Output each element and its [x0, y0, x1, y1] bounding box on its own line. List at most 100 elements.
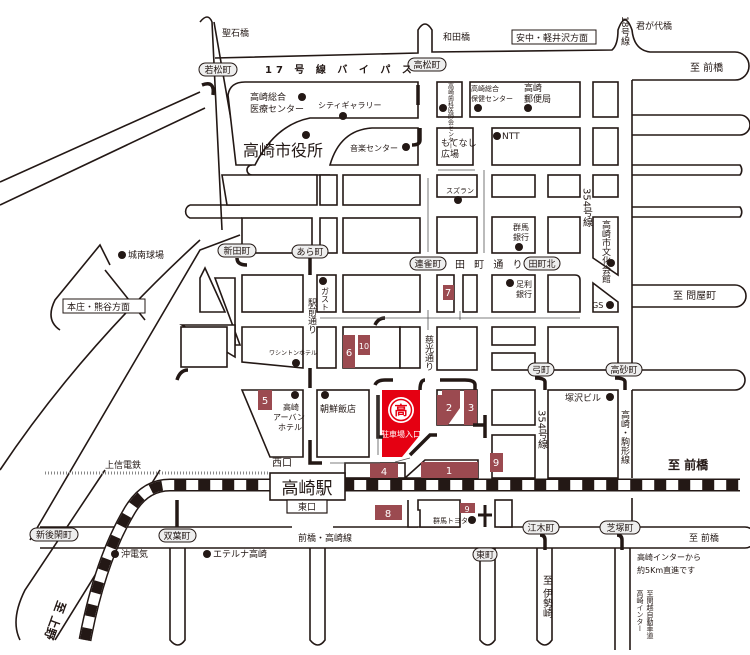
direction-toyamachi: 至 問屋町 — [673, 290, 716, 302]
map-shape — [439, 104, 447, 112]
map-shape — [199, 16, 223, 231]
route-354-upper: 354号線 — [581, 188, 593, 227]
map-shape — [158, 528, 197, 543]
map-shape — [472, 547, 498, 562]
tamachi-dori: 田 町 通 り — [455, 259, 526, 271]
map-shape — [491, 216, 536, 254]
map-shape — [606, 393, 614, 401]
intersection-ara: あら町 — [291, 244, 329, 259]
map-label: 高崎市文化会館 — [600, 219, 611, 284]
map-shape — [217, 243, 257, 258]
map-shape — [402, 143, 410, 151]
map-shape — [417, 499, 461, 528]
map-label: 城南球場 — [128, 249, 164, 261]
parking-1-label: 1 — [446, 466, 452, 477]
route-18: 18号線 — [619, 16, 630, 45]
map-shape — [607, 259, 615, 267]
map-shape — [536, 548, 553, 646]
map-shape — [605, 362, 643, 377]
bridge-hijiri: 聖石橋 — [222, 27, 249, 39]
direction-maebashi-bottom: 至 前橋 — [689, 532, 719, 544]
map-shape — [632, 114, 750, 136]
map-shape — [407, 57, 447, 72]
jr-railway — [78, 478, 740, 642]
map-shape — [221, 174, 318, 206]
parking-6 — [343, 335, 355, 368]
city-blocks — [179, 81, 619, 528]
intersection-renjaku: 連雀町 — [409, 256, 447, 271]
map-shape — [494, 499, 513, 528]
map-shape — [342, 274, 421, 313]
map-label: 高崎総合 — [471, 84, 499, 93]
map-shape — [309, 548, 326, 646]
map-label: 東町 — [476, 549, 494, 561]
map-label: 高松町 — [413, 59, 440, 71]
parking-1 — [421, 462, 478, 478]
map-shape — [214, 19, 750, 81]
parking-5-label: 5 — [262, 396, 268, 407]
map-shape — [468, 516, 476, 524]
map-shape — [436, 216, 478, 254]
map-label: 銀行 — [516, 289, 532, 299]
map-shape — [328, 127, 419, 166]
parking-4-label: 4 — [381, 467, 387, 478]
map-shape — [394, 457, 411, 463]
map-shape — [407, 500, 418, 528]
map-shape — [235, 257, 248, 267]
map-labels: 聖石橋 和田橋 君が代橋 安中・軽井沢方面 18号線 17 号 線 バ イ パ … — [41, 16, 723, 642]
map-shape — [241, 326, 304, 369]
map-label: 塚沢ビル — [565, 392, 601, 404]
map-shape — [342, 217, 421, 254]
map-label: 朝鮮飯店 — [320, 403, 356, 415]
direction-maebashi-top: 至 前橋 — [690, 61, 723, 74]
intersection-shibazuka: 芝塚町 — [599, 520, 641, 535]
map-shape — [184, 204, 242, 219]
map-shape — [201, 82, 216, 96]
map-label: 郵便局 — [524, 93, 551, 105]
map-shape — [547, 389, 619, 479]
direction-maebashi-mid: 至 前橋 — [668, 457, 709, 472]
intersection-higashi: 東町 — [472, 547, 498, 562]
parking-logo-text: 高 — [394, 403, 407, 419]
map-shape — [246, 164, 330, 176]
map-shape — [227, 81, 419, 166]
map-shape — [606, 301, 614, 309]
map-shape — [0, 91, 201, 183]
map-shape — [436, 326, 478, 371]
map-label: あら町 — [296, 247, 323, 258]
intersection-shinden: 新田町 — [217, 243, 257, 258]
map-shape — [269, 472, 346, 501]
parking-9a — [490, 453, 503, 472]
joshin-railway: 上信電鉄 — [105, 459, 141, 471]
map-shape — [527, 362, 555, 377]
map-shape — [493, 132, 501, 140]
intersection-tamachi-kita: 田町北 — [523, 256, 561, 271]
map-label: 群馬トヨタ — [433, 516, 468, 525]
map-shape — [547, 326, 619, 371]
map-shape — [511, 29, 597, 45]
direction-annaka: 安中・軽井沢方面 — [516, 32, 588, 44]
map-shape — [506, 279, 514, 287]
map-label: 若松町 — [204, 64, 231, 76]
map-shape — [473, 415, 487, 438]
map-label: 音楽センター — [350, 143, 398, 153]
map-label: GS — [592, 301, 603, 310]
map-shape — [15, 469, 106, 641]
intersection-wakamatsu: 若松町 — [198, 62, 238, 77]
map-shape — [474, 104, 482, 112]
map-shape — [491, 326, 536, 346]
map-shape — [321, 391, 329, 399]
map-shape — [523, 256, 561, 271]
map-label: エテルナ高崎 — [213, 548, 267, 560]
map-shape — [479, 548, 496, 646]
map-shape — [491, 127, 581, 166]
map-label: 広場 — [441, 148, 459, 160]
ekimae-dori: 駅前通り — [306, 298, 317, 334]
map-shape — [316, 326, 337, 369]
map-shape — [40, 526, 750, 549]
map-shape — [342, 174, 421, 206]
map-label: ホテル — [278, 423, 302, 432]
map-shape — [632, 164, 743, 176]
map-label: 群馬 — [513, 222, 529, 232]
